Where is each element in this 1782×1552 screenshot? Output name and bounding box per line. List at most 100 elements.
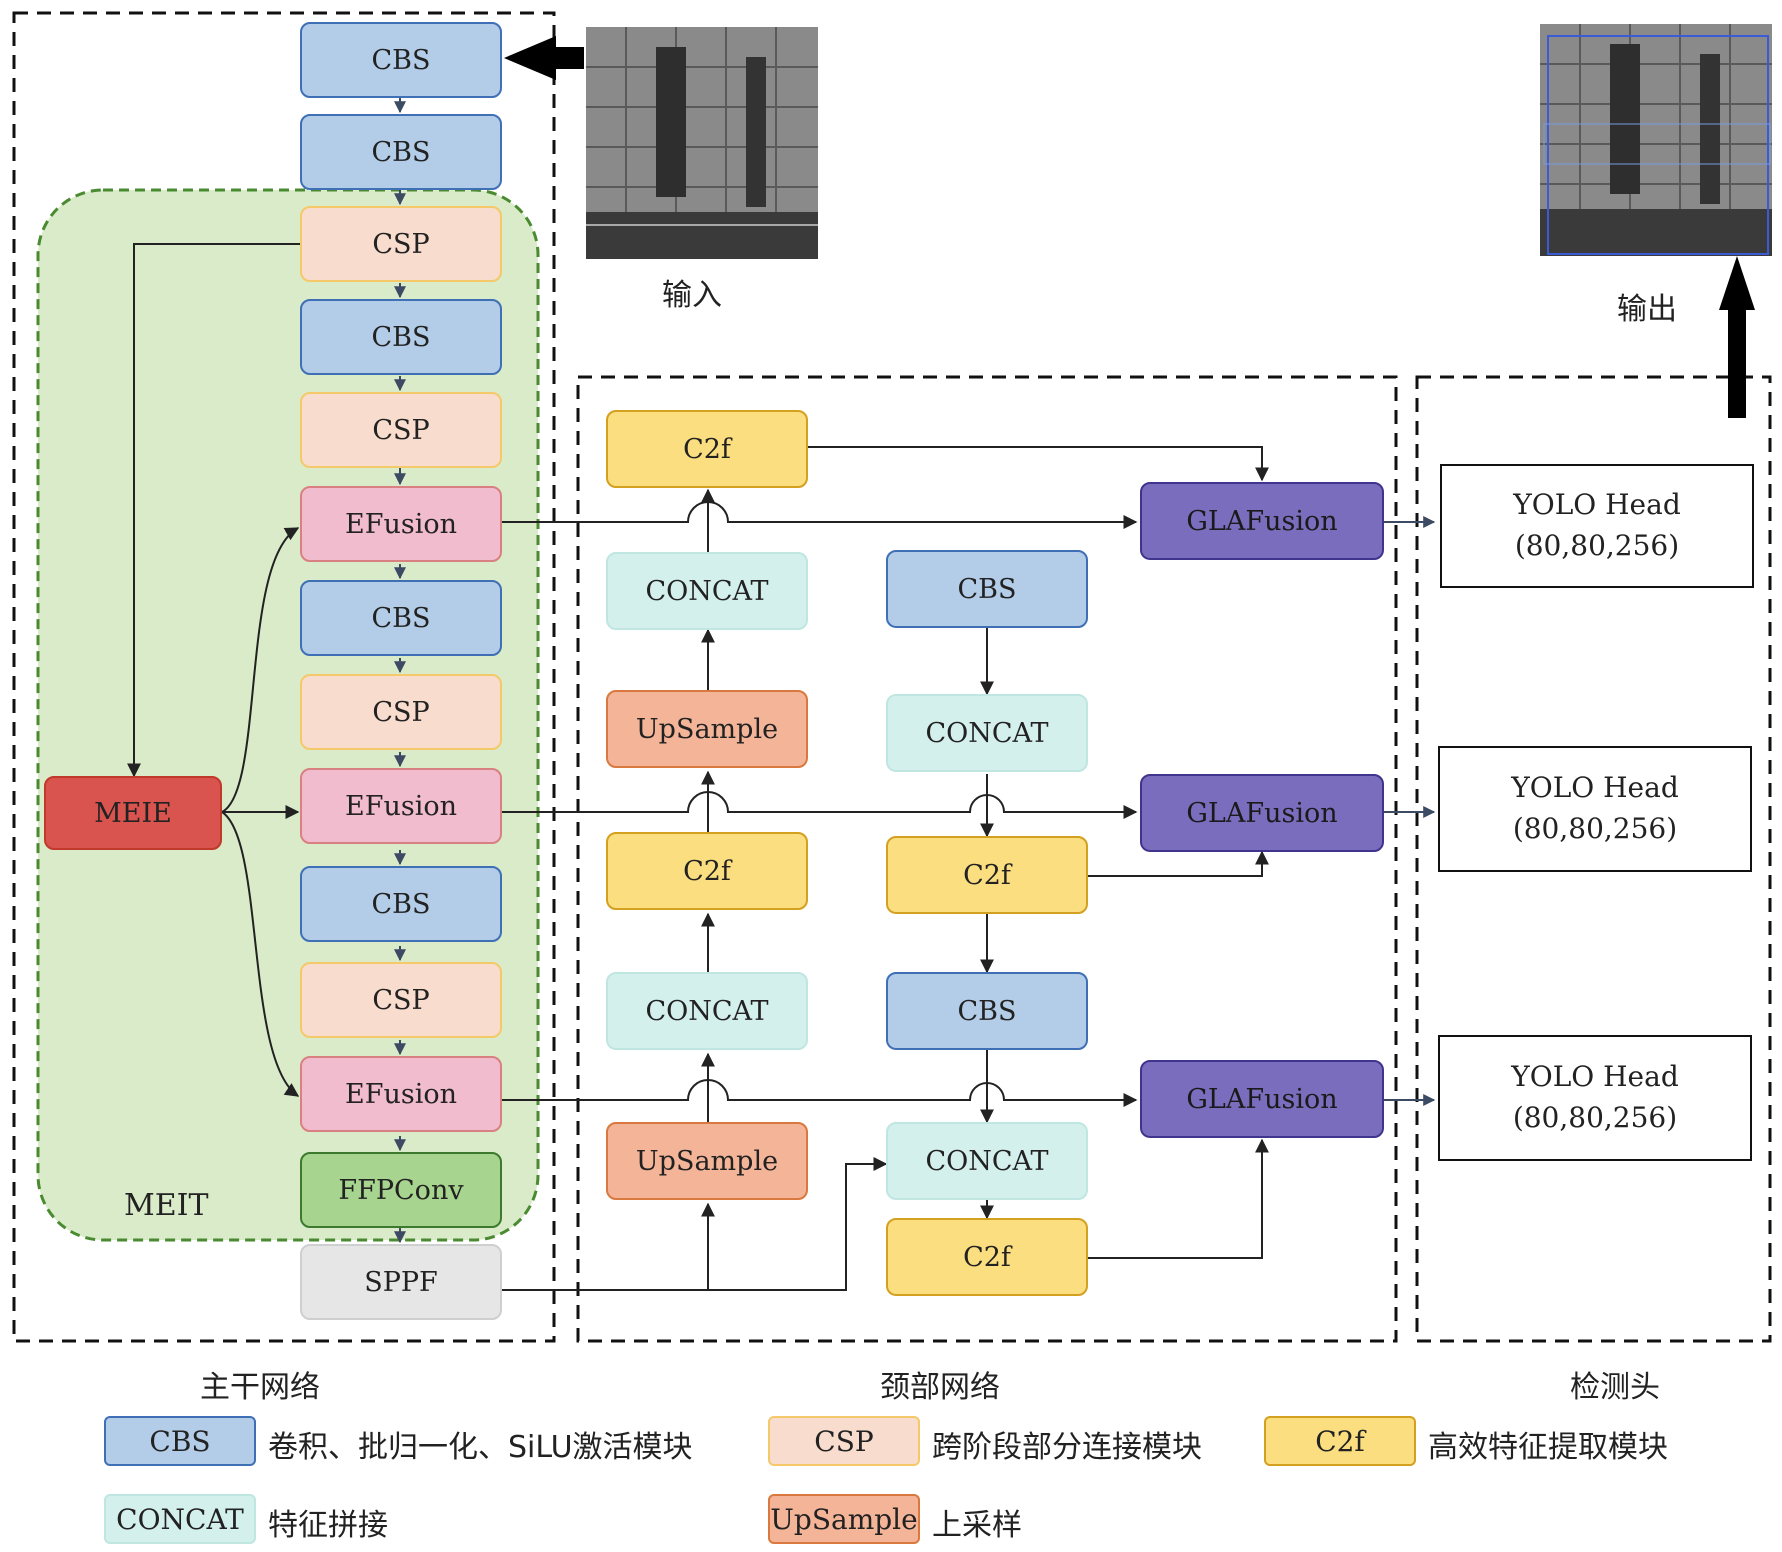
neck-col2-block-5-concat-label: CONCAT — [925, 1145, 1049, 1177]
legend-tag-cbs: CBS — [149, 1424, 211, 1458]
neck-col1-block-5-concat: CONCAT — [606, 972, 808, 1050]
meit-label: MEIT — [124, 1188, 209, 1223]
legend-tag-concat: CONCAT — [116, 1502, 244, 1536]
output-arrow — [1719, 256, 1755, 418]
legend-desc-csp: 跨阶段部分连接模块 — [932, 1430, 1202, 1465]
legend-swatch-cbs: CBS — [104, 1416, 256, 1466]
input-image — [586, 27, 818, 259]
backbone-block-8-csp-label: CSP — [372, 696, 430, 728]
backbone-block-13-ffpconv-label: FFPConv — [338, 1174, 464, 1206]
backbone-block-7-cbs: CBS — [300, 580, 502, 656]
neck-col1-block-2-concat: CONCAT — [606, 552, 808, 630]
legend-swatch-c2f: C2f — [1264, 1416, 1416, 1466]
neck-col2-block-6-c2f: C2f — [886, 1218, 1088, 1296]
backbone-block-4-cbs: CBS — [300, 299, 502, 375]
neck-col2-block-3-c2f: C2f — [886, 836, 1088, 914]
backbone-block-10-cbs: CBS — [300, 866, 502, 942]
yolo-head-3: YOLO Head (80,80,256) — [1438, 1035, 1752, 1161]
yolo-head-1-title: YOLO Head — [1513, 488, 1681, 522]
neck-col2-block-1-cbs: CBS — [886, 550, 1088, 628]
yolo-head-1: YOLO Head (80,80,256) — [1440, 464, 1754, 588]
backbone-block-1-cbs: CBS — [300, 22, 502, 98]
neck-section-label: 颈部网络 — [880, 1370, 1000, 1405]
legend-desc-c2f: 高效特征提取模块 — [1428, 1430, 1668, 1465]
meie-label: MEIE — [94, 797, 172, 829]
neck-col2-block-6-c2f-label: C2f — [963, 1241, 1011, 1273]
backbone-section-label: 主干网络 — [200, 1370, 320, 1405]
neck-col1-block-4-c2f-label: C2f — [683, 855, 731, 887]
backbone-block-2-cbs-label: CBS — [371, 136, 431, 168]
backbone-block-7-cbs-label: CBS — [371, 602, 431, 634]
head-section-label: 检测头 — [1570, 1370, 1660, 1405]
glafusion-block-2: GLAFusion — [1140, 774, 1384, 852]
neck-col2-block-2-concat-label: CONCAT — [925, 717, 1049, 749]
backbone-block-12-efusion-label: EFusion — [345, 1078, 457, 1110]
head-frame — [1415, 375, 1772, 1343]
neck-col1-block-5-concat-label: CONCAT — [645, 995, 769, 1027]
meie-to-efusion-lines — [221, 527, 300, 1097]
yolo-head-1-shape: (80,80,256) — [1514, 529, 1680, 562]
yolo-head-2-shape: (80,80,256) — [1512, 812, 1678, 845]
output-image — [1540, 24, 1772, 256]
neck-col2-block-4-cbs-label: CBS — [957, 995, 1017, 1027]
neck-col2-block-5-concat: CONCAT — [886, 1122, 1088, 1200]
backbone-block-6-efusion-label: EFusion — [345, 508, 457, 540]
neck-col1-block-3-upsample-label: UpSample — [635, 713, 779, 745]
csp-to-meie-line — [127, 243, 300, 778]
backbone-block-14-sppf-label: SPPF — [364, 1266, 438, 1298]
backbone-block-11-csp-label: CSP — [372, 984, 430, 1016]
sppf-to-concat-line — [502, 1157, 888, 1291]
neck-col2-block-4-cbs: CBS — [886, 972, 1088, 1050]
backbone-block-9-efusion-label: EFusion — [345, 790, 457, 822]
neck-col2-block-1-cbs-label: CBS — [957, 573, 1017, 605]
input-label: 输入 — [662, 278, 722, 313]
neck-col1-block-6-upsample-label: UpSample — [635, 1145, 779, 1177]
legend-tag-upsample: UpSample — [770, 1502, 918, 1536]
meie-block: MEIE — [44, 776, 222, 850]
glafusion-to-head-arrows — [1384, 516, 1436, 1106]
legend-swatch-csp: CSP — [768, 1416, 920, 1466]
neck-frame — [576, 375, 1398, 1343]
backbone-block-3-csp-label: CSP — [372, 228, 430, 260]
c2f-to-glafusion-lines — [808, 446, 1269, 1259]
neck-col1-block-3-upsample: UpSample — [606, 690, 808, 768]
neck-col2-block-2-concat: CONCAT — [886, 694, 1088, 772]
backbone-block-4-cbs-label: CBS — [371, 321, 431, 353]
backbone-block-14-sppf: SPPF — [300, 1244, 502, 1320]
neck-col1-block-6-upsample: UpSample — [606, 1122, 808, 1200]
yolo-head-2: YOLO Head (80,80,256) — [1438, 746, 1752, 872]
neck-col1-block-2-concat-label: CONCAT — [645, 575, 769, 607]
neck-col1-block-1-c2f-label: C2f — [683, 433, 731, 465]
backbone-frame — [12, 11, 556, 1343]
backbone-block-5-csp-label: CSP — [372, 414, 430, 446]
legend-tag-c2f: C2f — [1315, 1424, 1365, 1458]
legend-tag-csp: CSP — [814, 1424, 874, 1458]
backbone-block-12-efusion: EFusion — [300, 1056, 502, 1132]
legend-desc-cbs: 卷积、批归一化、SiLU激活模块 — [268, 1430, 693, 1465]
legend-desc-concat: 特征拼接 — [268, 1508, 388, 1543]
backbone-block-2-cbs: CBS — [300, 114, 502, 190]
backbone-block-1-cbs-label: CBS — [371, 44, 431, 76]
glafusion-block-3: GLAFusion — [1140, 1060, 1384, 1138]
input-arrow — [504, 36, 584, 80]
legend-swatch-concat: CONCAT — [104, 1494, 256, 1544]
neck-col1-block-4-c2f: C2f — [606, 832, 808, 910]
glafusion-block-1: GLAFusion — [1140, 482, 1384, 560]
yolo-head-2-title: YOLO Head — [1511, 771, 1679, 805]
glafusion-block-3-label: GLAFusion — [1186, 1083, 1338, 1115]
output-label: 输出 — [1617, 292, 1677, 327]
legend-desc-upsample: 上采样 — [932, 1508, 1022, 1543]
yolo-head-3-shape: (80,80,256) — [1512, 1101, 1678, 1134]
legend-swatch-upsample: UpSample — [768, 1494, 920, 1544]
neck-col2-block-3-c2f-label: C2f — [963, 859, 1011, 891]
backbone-block-8-csp: CSP — [300, 674, 502, 750]
glafusion-block-2-label: GLAFusion — [1186, 797, 1338, 829]
backbone-block-10-cbs-label: CBS — [371, 888, 431, 920]
backbone-block-5-csp: CSP — [300, 392, 502, 468]
backbone-block-6-efusion: EFusion — [300, 486, 502, 562]
neck-col1-block-1-c2f: C2f — [606, 410, 808, 488]
backbone-block-9-efusion: EFusion — [300, 768, 502, 844]
backbone-block-3-csp: CSP — [300, 206, 502, 282]
yolo-head-3-title: YOLO Head — [1511, 1060, 1679, 1094]
